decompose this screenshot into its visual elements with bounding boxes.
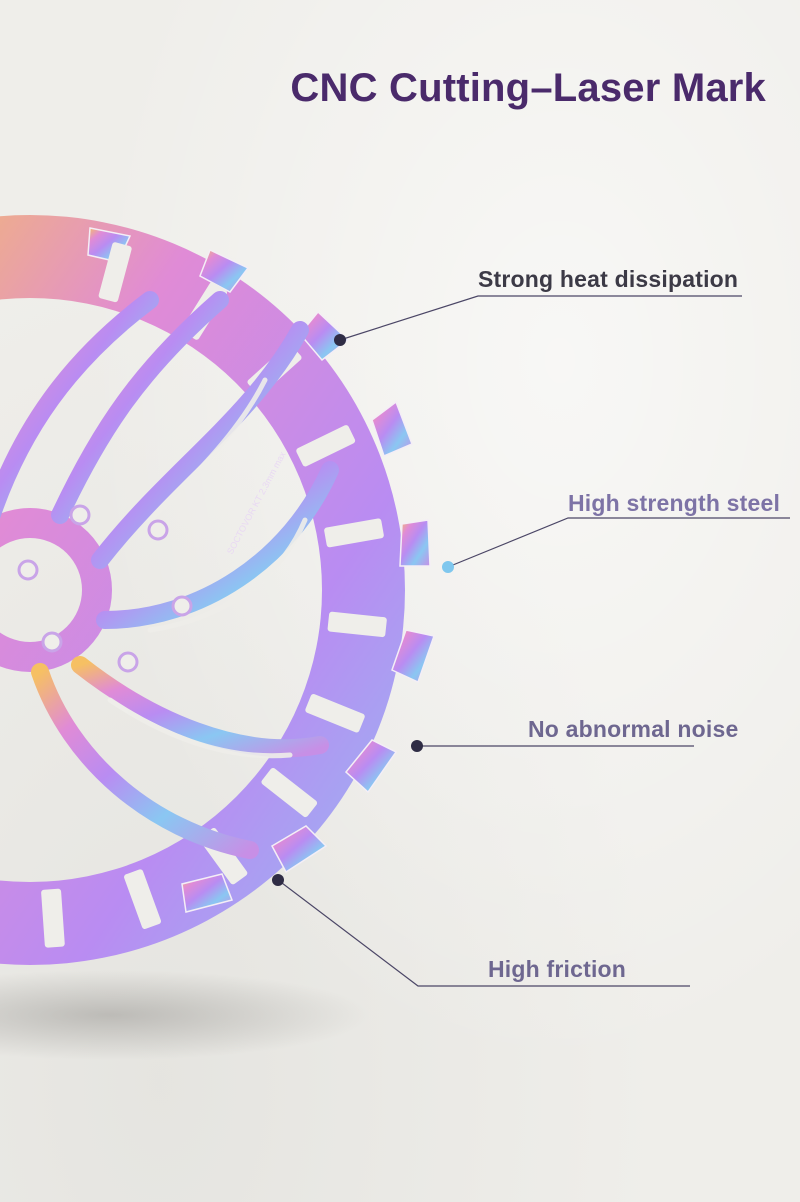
callout-dot-noise: [411, 740, 423, 752]
callout-high-friction: High friction: [488, 956, 627, 982]
callout-heat-dissipation: Strong heat dissipation: [478, 266, 739, 292]
callout-dot-steel: [442, 561, 454, 573]
callout-high-strength-steel: High strength steel: [568, 490, 781, 516]
callout-dot-friction: [272, 874, 284, 886]
callout-no-abnormal-noise: No abnormal noise: [528, 716, 739, 742]
callout-leaders: [277, 295, 790, 987]
page-title: CNC Cutting–Laser Mark: [290, 66, 766, 110]
callout-dot-heat: [334, 334, 346, 346]
